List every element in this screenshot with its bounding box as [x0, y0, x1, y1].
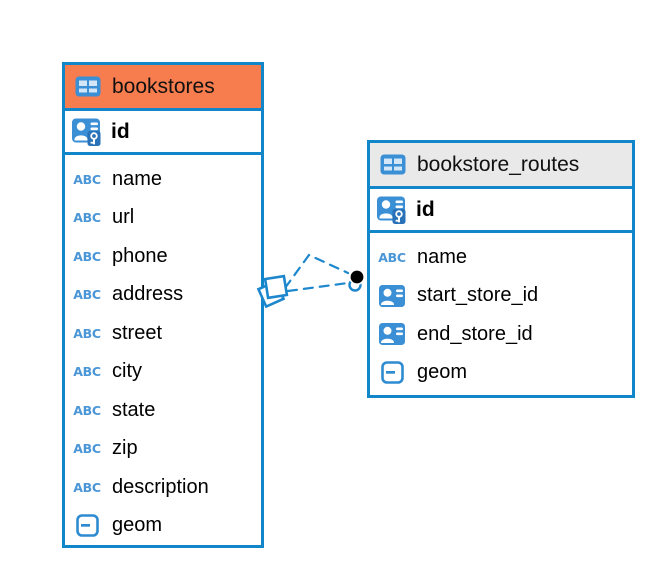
text-type-icon: ABC	[73, 325, 101, 341]
table-icon	[73, 76, 103, 97]
primary-key-label: id	[416, 197, 435, 221]
column-label: street	[112, 321, 163, 344]
table-row[interactable]: ABC url	[65, 199, 261, 238]
geometry-type-icon	[72, 514, 102, 538]
column-label: geom	[112, 514, 163, 537]
text-type-icon: ABC	[73, 402, 101, 418]
primary-key-row[interactable]: id	[65, 111, 261, 155]
column-label: description	[112, 475, 209, 498]
table-row[interactable]: ABC name	[370, 238, 632, 277]
table-row[interactable]: ABC address	[65, 276, 261, 315]
column-label: geom	[417, 361, 468, 384]
geometry-type-icon	[377, 361, 407, 385]
reference-type-icon	[377, 323, 407, 346]
table-icon	[378, 154, 408, 175]
column-label: phone	[112, 244, 168, 267]
primary-key-icon	[377, 196, 407, 224]
column-label: end_store_id	[417, 322, 533, 345]
reference-type-icon	[377, 284, 407, 307]
primary-key-row[interactable]: id	[370, 189, 632, 233]
text-type-icon: ABC	[73, 441, 101, 457]
table-row[interactable]: ABC phone	[65, 237, 261, 276]
text-type-icon: ABC	[73, 248, 101, 264]
table-title: bookstore_routes	[417, 152, 580, 176]
table-header[interactable]: bookstores	[65, 65, 261, 111]
relation-source-marker-icon[interactable]	[256, 274, 289, 309]
text-type-icon: ABC	[378, 249, 406, 265]
table-row[interactable]: ABC city	[65, 353, 261, 392]
table-row[interactable]: end_store_id	[370, 315, 632, 354]
primary-key-label: id	[111, 119, 130, 143]
column-label: zip	[112, 437, 138, 460]
column-label: state	[112, 398, 156, 421]
table-row[interactable]: geom	[65, 507, 261, 546]
table-row[interactable]: ABC description	[65, 468, 261, 507]
text-type-icon: ABC	[73, 171, 101, 187]
primary-key-icon	[72, 118, 102, 146]
table-row[interactable]: start_store_id	[370, 277, 632, 316]
table-header[interactable]: bookstore_routes	[370, 143, 632, 189]
entity-table-bookstore-routes[interactable]: bookstore_routes id ABC name start_store_i…	[367, 140, 635, 398]
column-label: start_store_id	[417, 284, 539, 307]
text-type-icon: ABC	[73, 287, 101, 303]
relationship-line-lower[interactable]	[286, 281, 350, 293]
column-label: url	[112, 206, 135, 229]
column-label: name	[112, 167, 163, 190]
text-type-icon: ABC	[73, 210, 101, 226]
column-label: address	[112, 283, 184, 306]
relationship-line-upper[interactable]	[283, 253, 350, 290]
table-row[interactable]: ABC name	[65, 160, 261, 199]
table-row[interactable]: geom	[370, 354, 632, 393]
table-row[interactable]: ABC street	[65, 314, 261, 353]
column-label: name	[417, 245, 468, 268]
table-row[interactable]: ABC zip	[65, 430, 261, 469]
relation-target-marker-icon[interactable]	[348, 268, 365, 292]
table-row[interactable]: ABC state	[65, 391, 261, 430]
text-type-icon: ABC	[73, 364, 101, 380]
column-label: city	[112, 360, 142, 383]
table-title: bookstores	[112, 74, 215, 98]
text-type-icon: ABC	[73, 479, 101, 495]
